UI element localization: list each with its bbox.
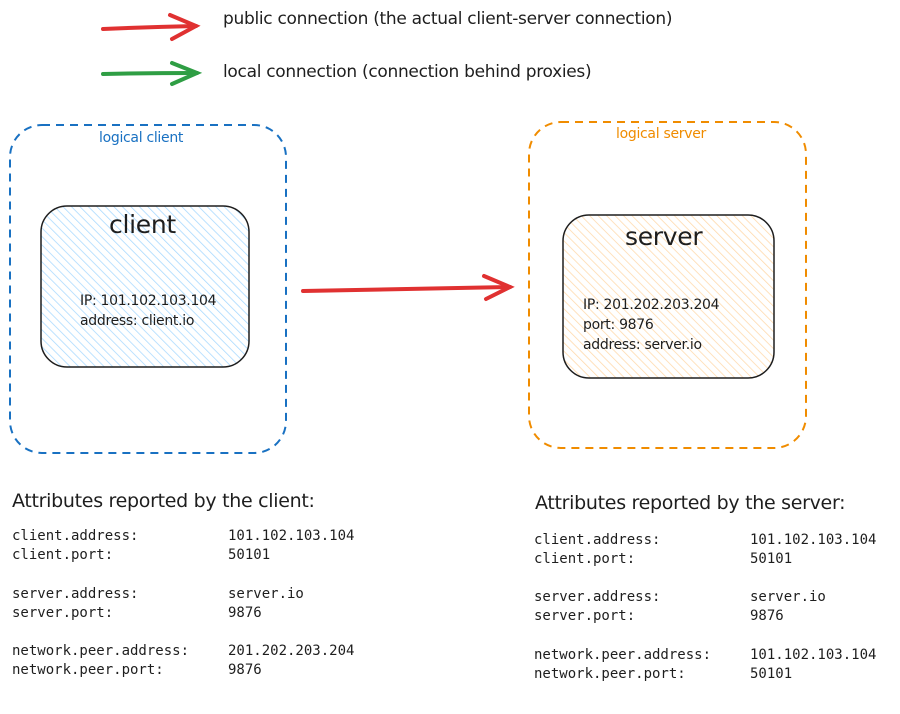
logical-server-frame	[528, 121, 807, 449]
attribute-key: client.address:	[12, 528, 139, 544]
server-box	[562, 214, 775, 379]
logical-client-label: logical client	[99, 130, 184, 146]
attribute-key: client.address:	[534, 532, 661, 548]
attribute-value: 101.102.103.104	[750, 532, 877, 548]
client-box-info: IP: 101.102.103.104 address: client.io	[80, 291, 217, 331]
server-ip: IP: 201.202.203.204	[583, 297, 720, 313]
attribute-value: 50101	[750, 666, 793, 682]
public-connection-arrow	[301, 274, 515, 301]
attribute-value: server.io	[750, 589, 826, 605]
attribute-key: server.address:	[12, 586, 139, 602]
legend-public-label: public connection (the actual client-ser…	[223, 9, 673, 29]
attribute-value: 9876	[228, 605, 262, 621]
client-attributes-heading: Attributes reported by the client:	[12, 490, 315, 512]
server-attributes-heading: Attributes reported by the server:	[535, 492, 846, 514]
attribute-key: network.peer.port:	[12, 662, 164, 678]
client-box	[40, 205, 250, 368]
server-box-title: server	[625, 222, 703, 251]
attribute-value: 9876	[228, 662, 262, 678]
logical-client-frame	[9, 124, 287, 454]
attribute-value: 50101	[228, 547, 271, 563]
attribute-value: 201.202.203.204	[228, 643, 355, 659]
attribute-key: server.address:	[534, 589, 661, 605]
attribute-value: 9876	[750, 608, 784, 624]
server-port: port: 9876	[583, 317, 654, 333]
client-ip: IP: 101.102.103.104	[80, 293, 217, 309]
attribute-key: network.peer.address:	[12, 643, 190, 659]
attribute-key: client.port:	[12, 547, 114, 563]
attribute-key: network.peer.address:	[534, 647, 712, 663]
server-box-info: IP: 201.202.203.204 port: 9876 address: …	[583, 295, 720, 355]
legend-public-arrow	[101, 13, 201, 41]
legend-local-label: local connection (connection behind prox…	[223, 62, 592, 82]
attribute-value: 101.102.103.104	[750, 647, 877, 663]
attribute-key: server.port:	[12, 605, 114, 621]
attribute-value: 50101	[750, 551, 793, 567]
attribute-key: client.port:	[534, 551, 636, 567]
client-box-title: client	[109, 210, 176, 239]
attribute-key: network.peer.port:	[534, 666, 686, 682]
attribute-key: server.port:	[534, 608, 636, 624]
legend-local-arrow	[101, 61, 203, 86]
client-address: address: client.io	[80, 313, 195, 329]
attribute-value: server.io	[228, 586, 304, 602]
attribute-value: 101.102.103.104	[228, 528, 355, 544]
server-address: address: server.io	[583, 337, 702, 353]
logical-server-label: logical server	[616, 126, 706, 142]
